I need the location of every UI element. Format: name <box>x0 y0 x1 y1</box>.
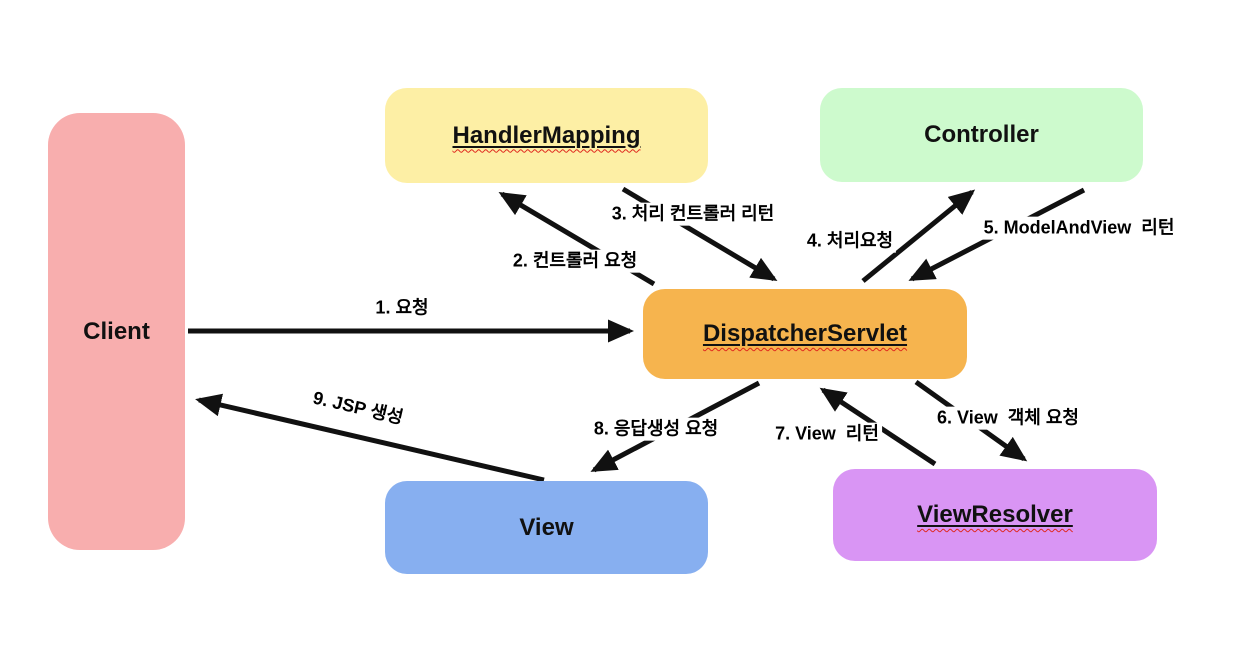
dispatcher-servlet-text: DispatcherServlet <box>702 320 908 347</box>
handler-mapping-box: HandlerMapping <box>385 88 708 183</box>
dispatcher-servlet-box: DispatcherServlet <box>643 289 967 379</box>
handler-mapping-text: HandlerMapping <box>452 121 641 149</box>
view-resolver-text: ViewResolver <box>917 501 1073 528</box>
arrow-label-6-view-object-request: 6. View 객체 요청 <box>934 406 1082 430</box>
view-box: View <box>385 481 708 574</box>
handler-mapping-label: HandlerMapping <box>452 122 640 150</box>
arrow-label-2-controller-request: 2. 컨트롤러 요청 <box>509 249 641 273</box>
arrow-label-7-view-return: 7. View 리턴 <box>772 422 882 446</box>
arrow-label-5-modelandview-return: 5. ModelAndView 리턴 <box>980 216 1178 240</box>
arrow-label-1-request: 1. 요청 <box>372 296 432 320</box>
client-label: Client <box>83 317 150 345</box>
arrow-label-3-handler-return: 3. 처리 컨트롤러 리턴 <box>608 202 778 226</box>
controller-box: Controller <box>820 88 1143 182</box>
controller-label: Controller <box>924 121 1039 148</box>
arrow-4-process-request <box>861 189 976 283</box>
arrow-label-4-process-request: 4. 처리요청 <box>803 229 897 253</box>
view-label: View <box>519 513 574 541</box>
client-box: Client <box>48 113 185 550</box>
view-resolver-box: ViewResolver <box>833 469 1157 561</box>
dispatcher-servlet-label: DispatcherServlet <box>703 320 907 348</box>
arrow-9-jsp-generate <box>195 393 545 483</box>
arrow-label-8-response-request: 8. 응답생성 요청 <box>590 417 722 441</box>
view-resolver-label: ViewResolver <box>917 501 1073 529</box>
